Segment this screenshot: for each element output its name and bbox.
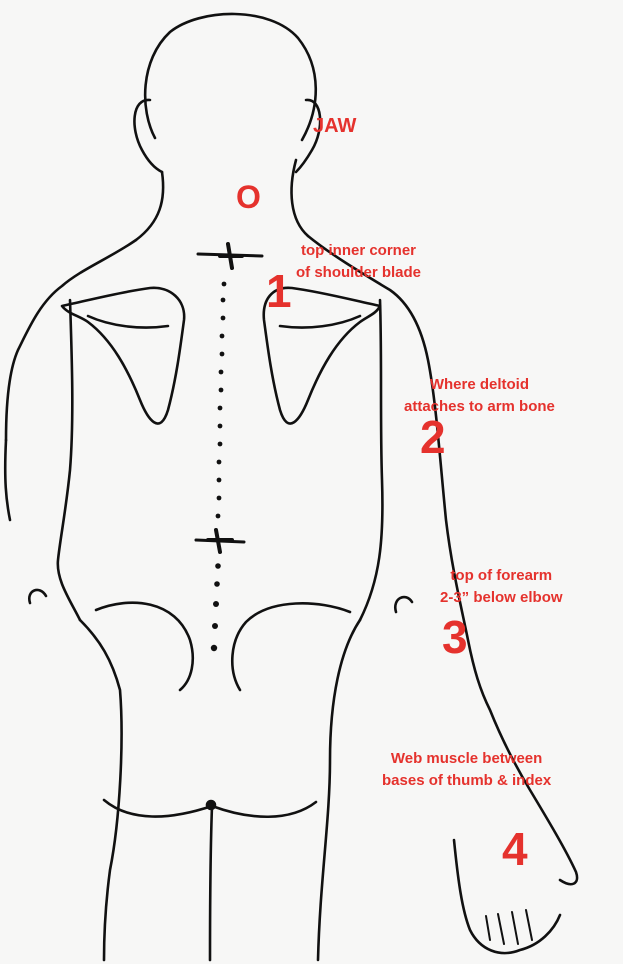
left-ear (134, 100, 162, 172)
point-1-text-line-2: of shoulder blade (296, 262, 421, 284)
right-elbow-mark (395, 597, 412, 612)
left-buttock (96, 603, 193, 690)
point-1-text-line-1: top inner corner (296, 240, 421, 262)
waist-line (80, 620, 122, 960)
upper-spine-star (220, 244, 242, 268)
coccyx-mark (207, 801, 215, 809)
left-torso (58, 300, 80, 620)
left-scapula-spine (88, 316, 168, 328)
gluteal-fold-right (212, 802, 316, 817)
point-4-number: 4 (502, 826, 528, 872)
jaw-label: JAW (313, 115, 356, 138)
neck-right (292, 160, 308, 236)
point-4-text-line-1: Web muscle between (382, 748, 551, 770)
right-buttock (232, 603, 350, 690)
point-3-description: top of forearm 2-3” below elbow (440, 565, 563, 609)
point-4-text-line-2: bases of thumb & index (382, 770, 551, 792)
leg-split (210, 806, 212, 960)
point-3-number: 3 (442, 614, 468, 660)
lower-spine-star (208, 530, 232, 552)
point-3-text-line-1: top of forearm (440, 565, 563, 587)
point-2-number: 2 (420, 414, 446, 460)
point-2-text-line-1: Where deltoid (404, 374, 555, 396)
spine-dots (211, 282, 227, 652)
right-hip (318, 620, 360, 960)
finger-lines (486, 910, 532, 944)
left-elbow-mark (29, 590, 46, 603)
right-scapula-spine (280, 316, 360, 328)
right-inner-arm (360, 300, 382, 620)
left-shoulder-blade (62, 288, 184, 424)
gluteal-fold-left (104, 800, 212, 817)
head-outline (145, 14, 316, 140)
point-4-description: Web muscle between bases of thumb & inde… (382, 748, 551, 792)
left-arm-lower (5, 440, 10, 520)
point-3-text-line-2: 2-3” below elbow (440, 587, 563, 609)
origin-marker: O (236, 179, 261, 216)
point-1-number: 1 (266, 268, 292, 314)
point-1-description: top inner corner of shoulder blade (296, 240, 421, 284)
neck-left (136, 172, 163, 240)
